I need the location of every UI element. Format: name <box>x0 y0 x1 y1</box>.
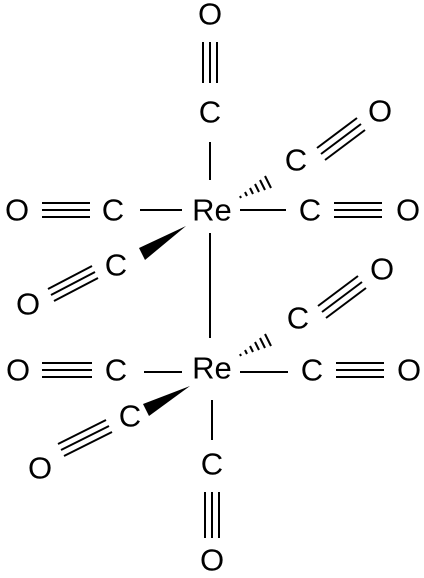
oxygen-atom-upper-front: O <box>16 287 40 322</box>
oxygen-atom-lower-right: O <box>397 353 421 388</box>
carbon-atom-upper-back: C <box>285 143 307 178</box>
oxygen-atom-lower-left: O <box>6 353 30 388</box>
triple-bond-upper-front <box>47 265 99 302</box>
oxygen-atom-upper-axial: O <box>198 0 222 32</box>
triple-bond-upper-left <box>42 202 90 218</box>
oxygen-atom-lower-axial: O <box>200 543 224 578</box>
triple-bond-lower-left <box>42 362 92 378</box>
hashed-bond-lower-back <box>239 333 272 357</box>
carbon-atom-upper-right: C <box>299 193 321 228</box>
wedge-bond-upper-front <box>139 226 186 260</box>
rhenium-atom-upper: Re <box>192 193 232 228</box>
oxygen-atom-lower-front: O <box>28 451 52 486</box>
rhenium-atom-lower: Re <box>192 351 232 386</box>
carbon-atom-lower-front: C <box>119 399 141 434</box>
carbon-atom-upper-axial: C <box>199 95 221 130</box>
oxygen-atom-upper-left: O <box>5 193 29 228</box>
triple-bond-lower-axial <box>204 492 220 538</box>
triple-bond-upper-axial <box>202 42 218 83</box>
oxygen-atom-lower-back: O <box>370 252 394 287</box>
carbon-atom-upper-left: C <box>102 193 124 228</box>
triple-bond-upper-back <box>316 117 366 161</box>
triple-bond-lower-back <box>317 275 367 319</box>
hashed-bond-upper-back <box>239 175 272 199</box>
carbon-atom-lower-axial: C <box>201 447 223 482</box>
oxygen-atom-upper-right: O <box>396 193 420 228</box>
wedge-bond-lower-front <box>143 386 190 416</box>
triple-bond-upper-right <box>334 202 382 218</box>
triple-bond-lower-front <box>57 419 113 457</box>
carbon-atom-lower-left: C <box>105 353 127 388</box>
carbon-atom-lower-right: C <box>301 353 323 388</box>
oxygen-atom-upper-back: O <box>368 94 392 129</box>
carbon-atom-upper-front: C <box>105 248 127 283</box>
carbon-atom-lower-back: C <box>287 301 309 336</box>
triple-bond-lower-right <box>336 362 384 378</box>
